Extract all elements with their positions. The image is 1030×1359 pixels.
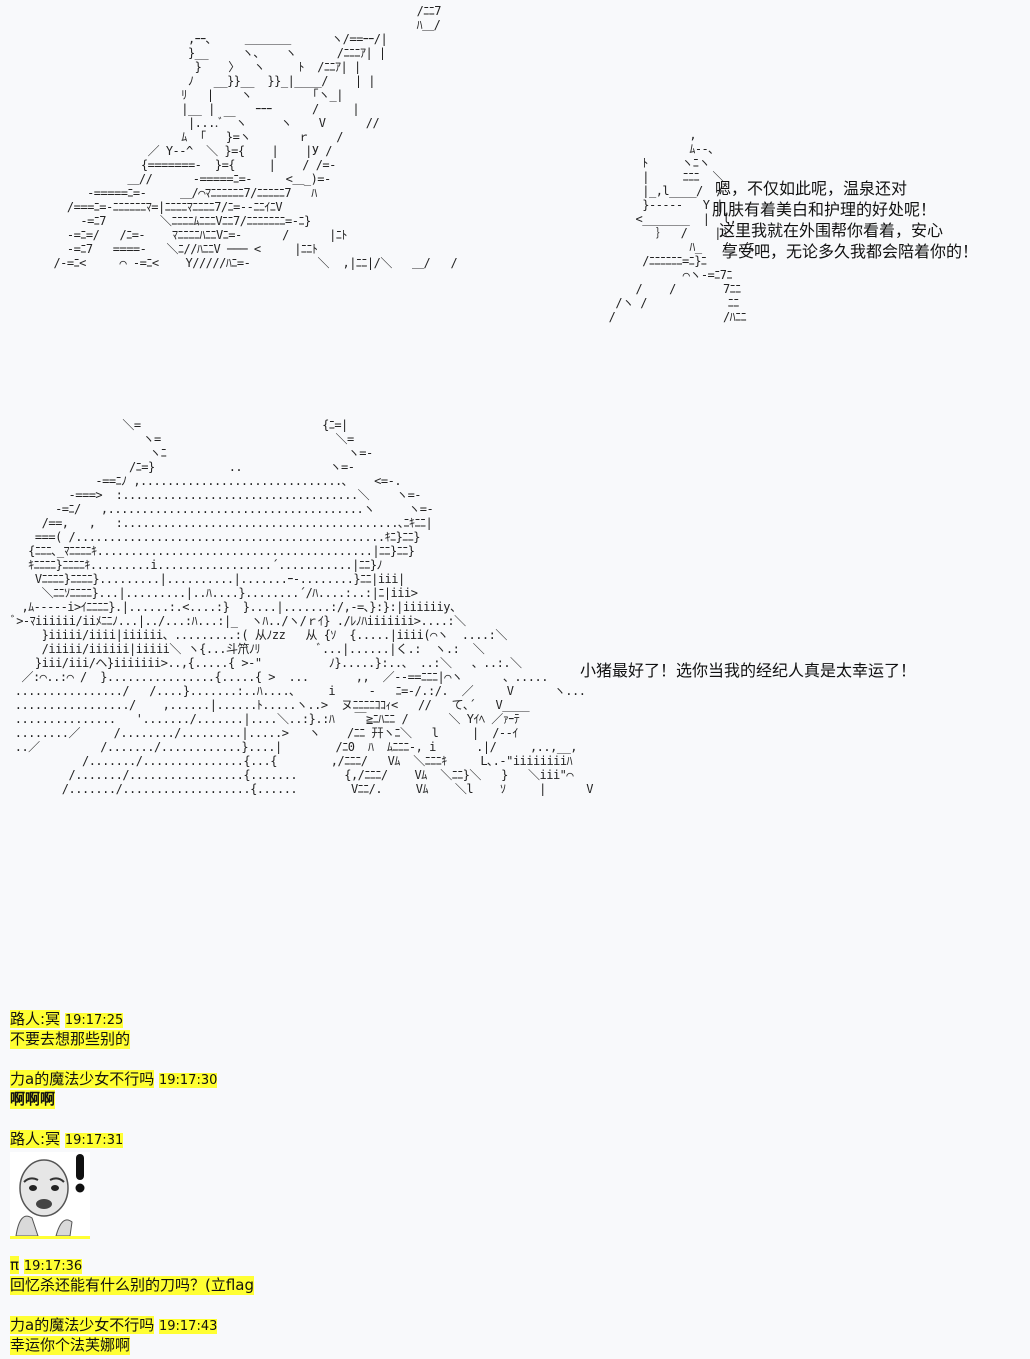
chat-time: 19:17:31 bbox=[64, 1133, 124, 1148]
meme-face-sticker bbox=[10, 1152, 90, 1239]
chat-author[interactable]: 力a的魔法少女不行吗 bbox=[10, 1316, 155, 1334]
ascii-art-top-right: , ﾑ--､ ﾄ ヽﾆヽ | ﾆﾆﾆ ＼ |_,l____/ / }----- … bbox=[608, 128, 755, 324]
chat-time: 19:17:36 bbox=[23, 1259, 83, 1274]
chat-message-2: 力a的魔法少女不行吗 19:17:30 啊啊啊 bbox=[10, 1070, 218, 1109]
ascii-art-middle: ＼= {ﾆ=| ヽ= ＼= ヽﾆ ヽ=- /ﾆ=} .. ヽ=- bbox=[8, 418, 593, 796]
chat-time: 19:17:30 bbox=[158, 1073, 218, 1088]
speech-top-line-2: 肌肤有着美白和护理的好处呢！ bbox=[712, 200, 937, 219]
chat-author[interactable]: π bbox=[10, 1256, 20, 1274]
ascii-art-top: /ﾆﾆ7 ﾊ＿/ ,ｰｰ､ ＿＿＿＿ ヽ/==ｰｰ/| }__ ヽ、 ヽ /ﾆﾆ… bbox=[53, 4, 458, 270]
chat-message-3: 路人:冥 19:17:31 bbox=[10, 1130, 124, 1150]
chat-time: 19:17:25 bbox=[64, 1013, 124, 1028]
meme-face-icon bbox=[15, 1154, 85, 1237]
speech-top-line-4: 享受吧，无论多久我都会陪着你的！ bbox=[722, 242, 979, 261]
speech-top-line-1: 嗯，不仅如此呢，温泉还对 bbox=[715, 179, 908, 198]
chat-message-4: π 19:17:36 回忆杀还能有什么别的刀吗？(立flag bbox=[10, 1256, 255, 1295]
speech-top: 嗯，不仅如此呢，温泉还对 肌肤有着美白和护理的好处呢！ 这里我就在外围帮你看着，… bbox=[712, 178, 978, 262]
chat-time: 19:17:43 bbox=[158, 1319, 218, 1334]
chat-message-1: 路人:冥 19:17:25 不要去想那些别的 bbox=[10, 1010, 131, 1049]
chat-text: 幸运你个法芙娜啊 bbox=[10, 1336, 131, 1355]
speech-middle: 小猪最好了！选你当我的经纪人真是太幸运了！ bbox=[580, 661, 917, 680]
chat-author[interactable]: 路人:冥 bbox=[10, 1130, 61, 1148]
chat-text: 啊啊啊 bbox=[10, 1090, 56, 1109]
chat-message-5: 力a的魔法少女不行吗 19:17:43 幸运你个法芙娜啊 bbox=[10, 1316, 218, 1355]
chat-text: 回忆杀还能有什么别的刀吗？(立flag bbox=[10, 1276, 255, 1295]
speech-top-line-3: 这里我就在外围帮你看着，安心 bbox=[719, 221, 944, 240]
chat-author[interactable]: 路人:冥 bbox=[10, 1010, 61, 1028]
chat-author[interactable]: 力a的魔法少女不行吗 bbox=[10, 1070, 155, 1088]
chat-text: 不要去想那些别的 bbox=[10, 1030, 131, 1049]
